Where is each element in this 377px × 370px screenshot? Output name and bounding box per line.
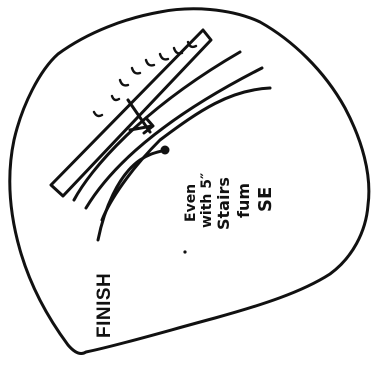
- finish-route-line: [98, 150, 165, 240]
- note-group: Even with 5″ Stairs fum SE: [183, 173, 276, 230]
- note-line-3: Stairs: [214, 177, 233, 230]
- boulder-outline: [10, 9, 369, 354]
- ledge-holds: [94, 42, 196, 116]
- note-line-1: Even: [183, 184, 199, 222]
- route-start-dot: [161, 146, 170, 155]
- finish-label: FINISH: [94, 273, 115, 338]
- stray-dot: [183, 250, 186, 253]
- note-line-5: SE: [255, 187, 276, 212]
- note-line-4: fum: [234, 183, 253, 218]
- note-line-2: with 5″: [199, 173, 215, 228]
